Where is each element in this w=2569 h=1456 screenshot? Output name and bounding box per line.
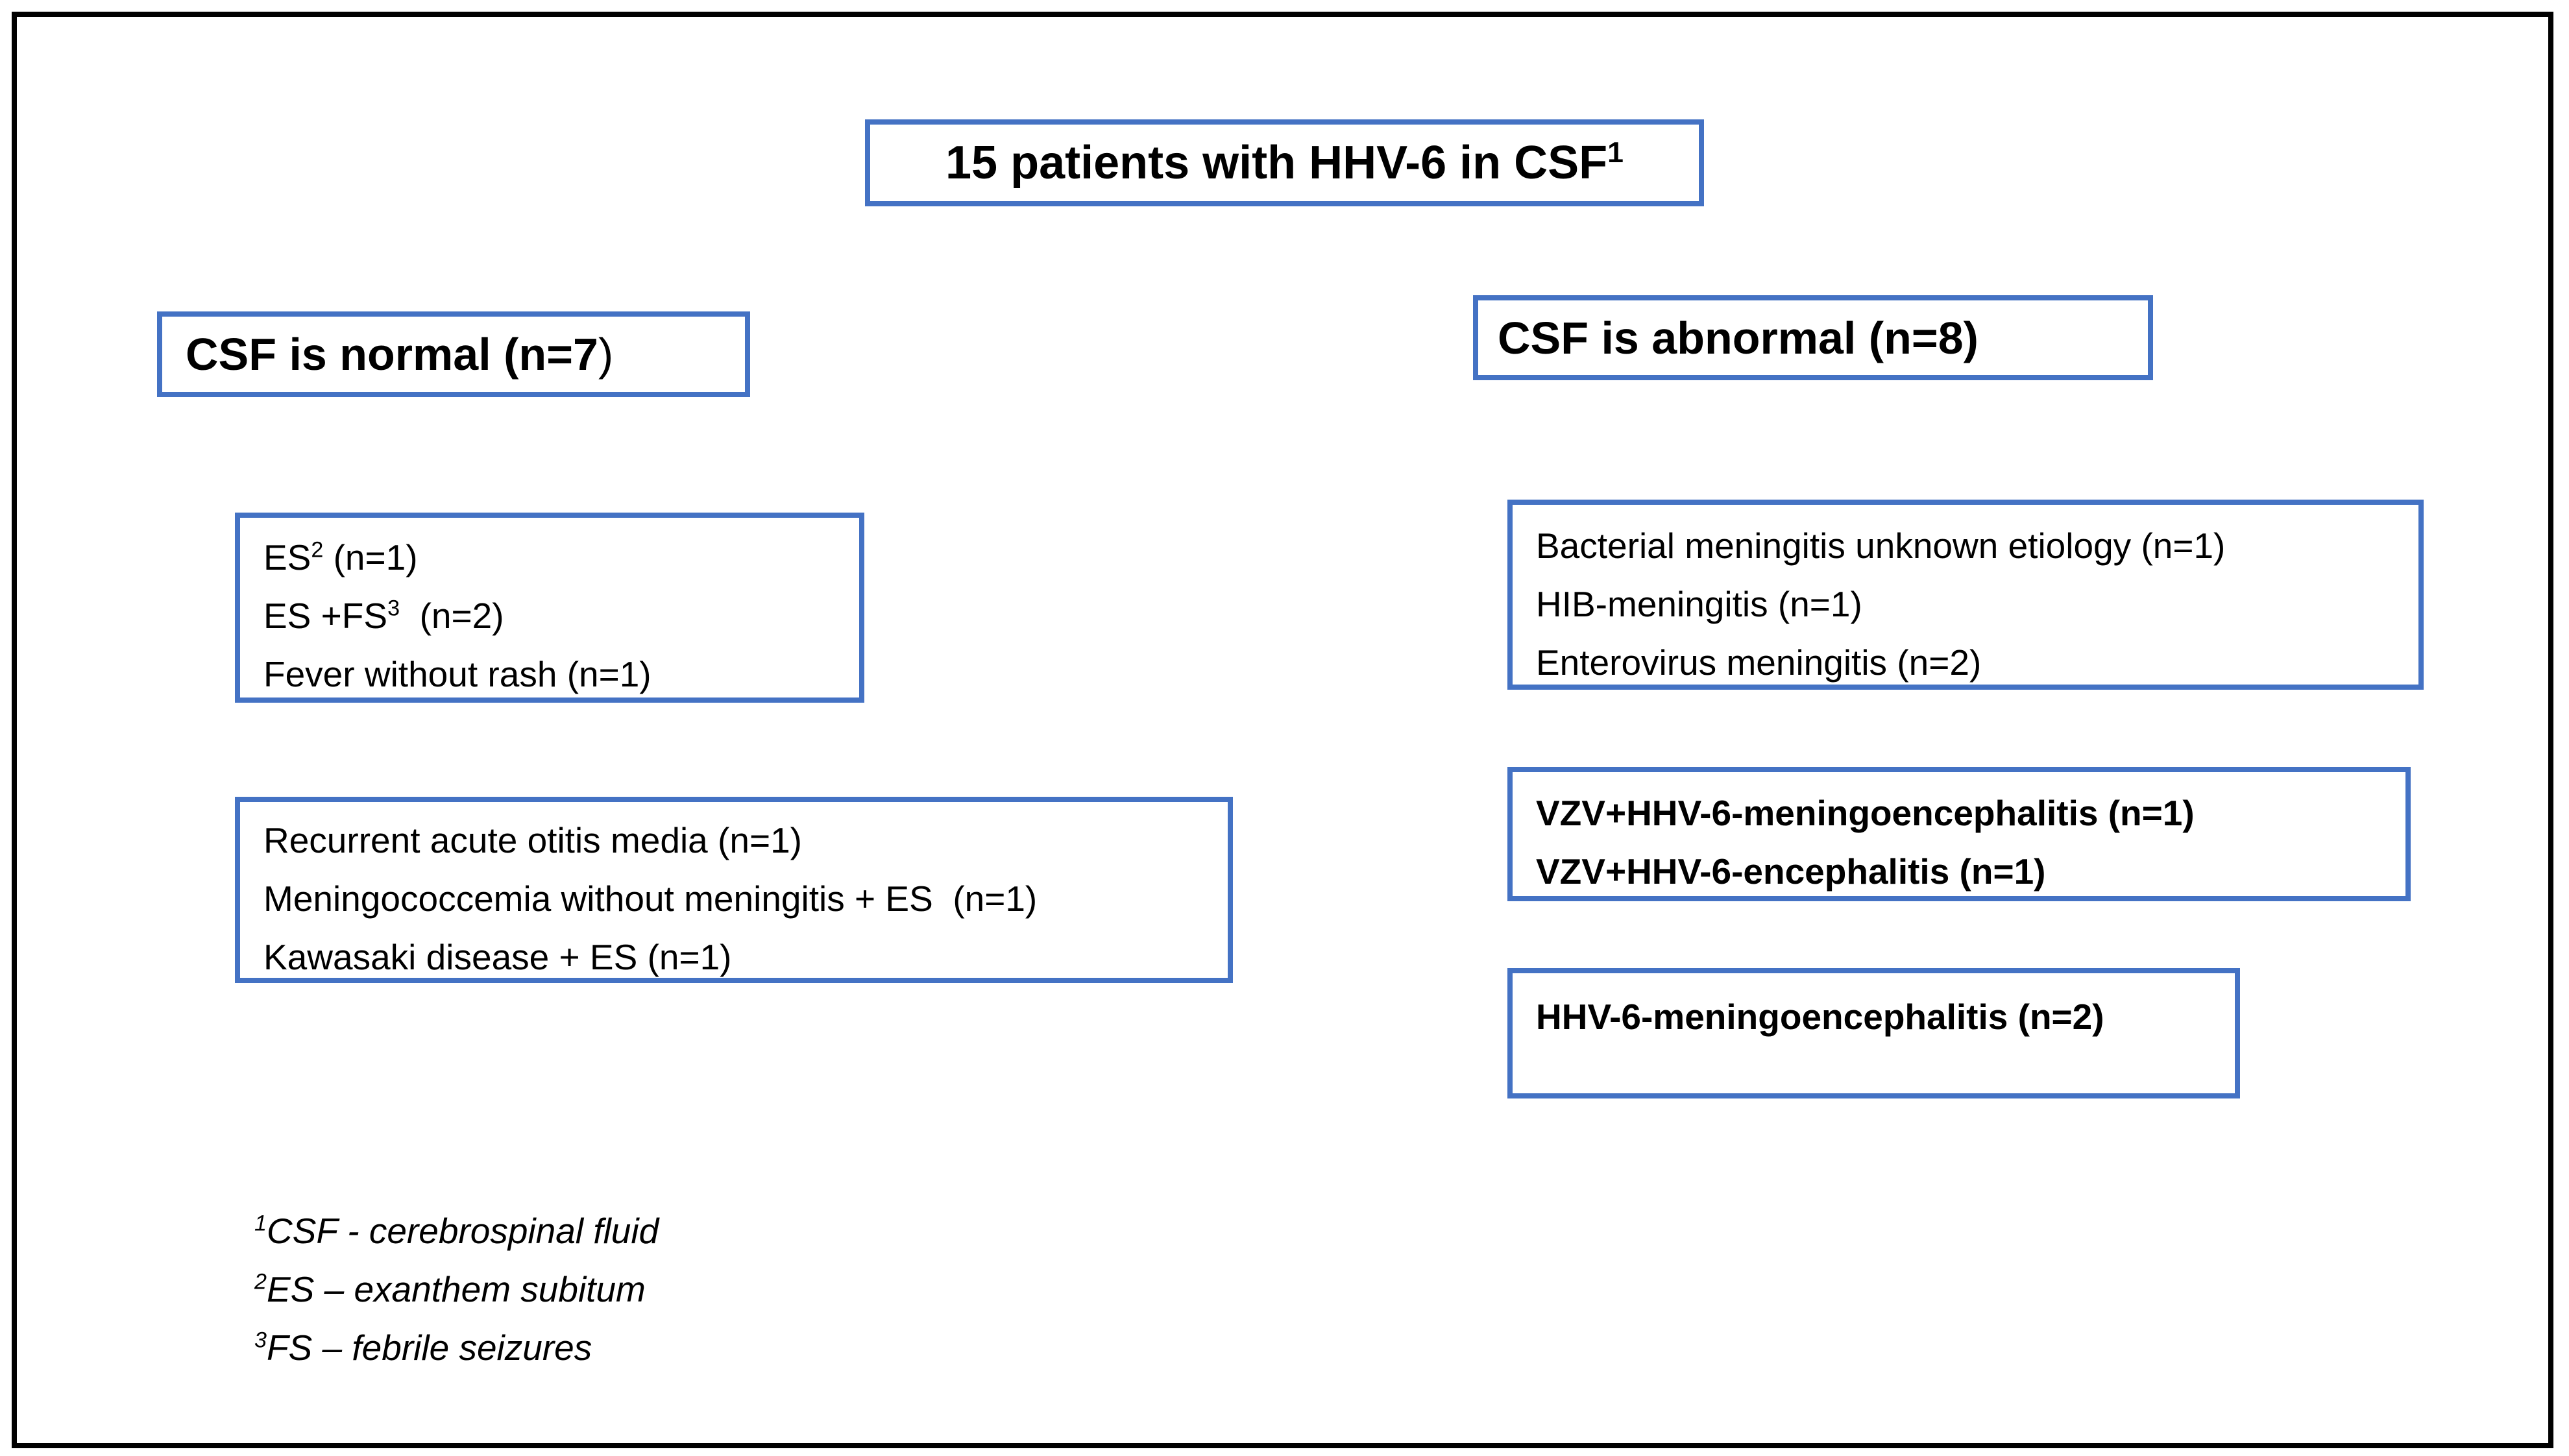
finding-count: (n=2) [400, 596, 504, 636]
csf-normal-header-box: CSF is normal (n=7) [157, 311, 750, 397]
csf-normal-header-bold: CSF is normal (n=7 [186, 329, 598, 380]
finding-line-enterovirus-meningitis: Enterovirus meningitis (n=2) [1536, 642, 1982, 683]
title-superscript: 1 [1607, 137, 1624, 169]
footnote-ref: 3 [387, 596, 400, 621]
finding-text: Fever without rash (n=1) [263, 654, 651, 694]
finding-line-otitis: Recurrent acute otitis media (n=1) [263, 820, 802, 860]
abnormal-findings-box-2: VZV+HHV-6-meningoencephalitis (n=1) VZV+… [1507, 767, 2411, 901]
footnote-fs: 3FS – febrile seizures [254, 1318, 659, 1377]
finding-line-es: ES2 (n=1) [263, 528, 849, 587]
outer-border-frame [12, 12, 2553, 1448]
finding-line-fever: Fever without rash (n=1) [263, 645, 849, 703]
abnormal-findings-box-1: Bacterial meningitis unknown etiology (n… [1507, 500, 2424, 690]
csf-abnormal-header-label: CSF is abnormal (n=8) [1498, 312, 1978, 363]
footnote-es: 2ES – exanthem subitum [254, 1260, 659, 1318]
footnotes-block: 1CSF - cerebrospinal fluid 2ES – exanthe… [254, 1202, 659, 1377]
finding-line-hhv6-meningoencephalitis: HHV-6-meningoencephalitis (n=2) [1536, 997, 2104, 1037]
title-main: 15 patients with HHV-6 in CSF [945, 137, 1608, 189]
finding-text: ES [263, 537, 311, 577]
footnote-marker: 3 [254, 1328, 267, 1353]
abnormal-findings-box-3: HHV-6-meningoencephalitis (n=2) [1507, 968, 2240, 1098]
footnote-marker: 1 [254, 1211, 267, 1236]
footnote-ref: 2 [311, 537, 324, 563]
finding-line-hib-meningitis: HIB-meningitis (n=1) [1536, 584, 1862, 624]
finding-line-bacterial-meningitis: Bacterial meningitis unknown etiology (n… [1536, 526, 2226, 566]
normal-findings-box-1: ES2 (n=1) ES +FS3 (n=2) Fever without ra… [235, 513, 864, 703]
title-box: 15 patients with HHV-6 in CSF1 [865, 119, 1704, 206]
footnote-csf: 1CSF - cerebrospinal fluid [254, 1202, 659, 1260]
csf-abnormal-header-box: CSF is abnormal (n=8) [1473, 295, 2153, 380]
footnote-marker: 2 [254, 1269, 267, 1294]
finding-text: ES +FS [263, 596, 388, 636]
csf-normal-header-tail: ) [598, 329, 614, 380]
normal-findings-box-2: Recurrent acute otitis media (n=1) Menin… [235, 797, 1233, 983]
finding-line-meningococcemia: Meningococcemia without meningitis + ES … [263, 879, 1038, 919]
footnote-text: ES – exanthem subitum [266, 1269, 646, 1309]
csf-normal-header-label: CSF is normal (n=7) [186, 328, 613, 380]
title-text: 15 patients with HHV-6 in CSF1 [945, 136, 1624, 189]
footnote-text: CSF - cerebrospinal fluid [266, 1211, 659, 1251]
finding-line-kawasaki: Kawasaki disease + ES (n=1) [263, 937, 732, 977]
finding-line-es-fs: ES +FS3 (n=2) [263, 587, 849, 645]
footnote-text: FS – febrile seizures [266, 1328, 592, 1368]
finding-line-vzv-encephalitis: VZV+HHV-6-encephalitis (n=1) [1536, 851, 2046, 892]
finding-count: (n=1) [323, 537, 418, 577]
finding-line-vzv-meningoencephalitis: VZV+HHV-6-meningoencephalitis (n=1) [1536, 793, 2195, 833]
